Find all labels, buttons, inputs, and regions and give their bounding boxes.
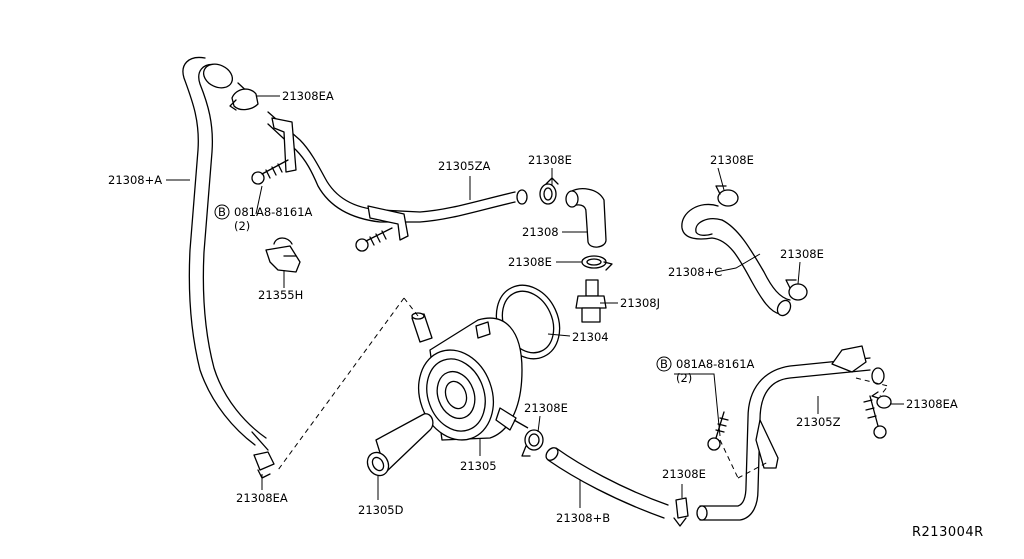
callout-21305z: 21305Z <box>796 415 841 429</box>
dashed-link-right-2 <box>855 377 889 397</box>
callout-21308ea-bottom: 21308EA <box>236 491 288 505</box>
bolt-symbol-left <box>214 204 230 220</box>
clamp-21308e-1 <box>539 177 559 205</box>
callout-21308e-4: 21308E <box>780 247 824 261</box>
callout-21308ea-top: 21308EA <box>282 89 334 103</box>
callout-21308e-3: 21308E <box>710 153 754 167</box>
callout-081a8-right: 081A8-8161A <box>676 357 755 371</box>
clamp-21308e-6 <box>673 497 689 527</box>
pipe-21305z-end <box>871 367 885 385</box>
callout-081a8-right-qty: (2) <box>676 371 692 385</box>
callout-21308e-1: 21308E <box>528 153 572 167</box>
clip-21355h <box>265 237 301 273</box>
callout-21308-a: 21308+A <box>108 173 162 187</box>
callout-081a8-left: 081A8-8161A <box>234 205 313 219</box>
callout-21308e-6: 21308E <box>662 467 706 481</box>
callout-21305: 21305 <box>460 459 497 473</box>
callout-21308e-2: 21308E <box>508 255 552 269</box>
callout-21308j: 21308J <box>620 296 660 310</box>
reference-code: R213004R <box>912 525 984 540</box>
clamp-21308ea-top <box>229 88 259 111</box>
callout-21305za: 21305ZA <box>438 159 490 173</box>
pipe-21305za <box>267 111 528 241</box>
bolt-symbol-left-letter: B <box>218 205 226 219</box>
callout-21304: 21304 <box>572 330 609 344</box>
pipe-21305za-end <box>516 189 528 205</box>
bolt-symbol-right <box>656 356 672 372</box>
bolt-right-lower <box>707 411 729 451</box>
hose-21308-b <box>545 447 669 519</box>
tube-21305d <box>366 413 434 477</box>
bolt-left-lower <box>355 227 393 252</box>
oil-cooler-21305 <box>411 312 529 441</box>
valve-21308j <box>575 279 607 323</box>
dashed-link-right-3 <box>737 461 769 479</box>
callout-21308e-5: 21308E <box>524 401 568 415</box>
dashed-link-right-1 <box>719 439 739 479</box>
callout-21308-c: 21308+C <box>668 265 722 279</box>
clamp-21308e-2 <box>581 255 613 271</box>
bolt-left-upper <box>251 159 289 185</box>
clamp-21308e-5 <box>785 279 808 301</box>
callout-21308ea-right: 21308EA <box>906 397 958 411</box>
callout-21308-b: 21308+B <box>556 511 610 525</box>
clamp-21308e-4 <box>715 185 739 207</box>
leader-lines <box>166 95 904 508</box>
hose-21308-elbow <box>565 188 607 248</box>
pipe-21305z <box>696 345 885 521</box>
clamp-21308ea-right <box>871 391 892 409</box>
hose-end-top <box>202 63 234 89</box>
bolt-right-upper <box>863 395 887 439</box>
callout-21355h: 21355H <box>258 288 303 302</box>
callout-081a8-left-qty: (2) <box>234 219 250 233</box>
dashed-link-left <box>277 297 419 471</box>
hose-21308-c <box>681 203 792 317</box>
hose-21308-a <box>182 56 269 451</box>
clamp-21308e-3 <box>521 429 544 457</box>
callout-21305d: 21305D <box>358 503 404 517</box>
bolt-symbol-right-letter: B <box>660 357 668 371</box>
callout-21308: 21308 <box>522 225 559 239</box>
clamp-21308ea-bottom <box>253 451 275 479</box>
